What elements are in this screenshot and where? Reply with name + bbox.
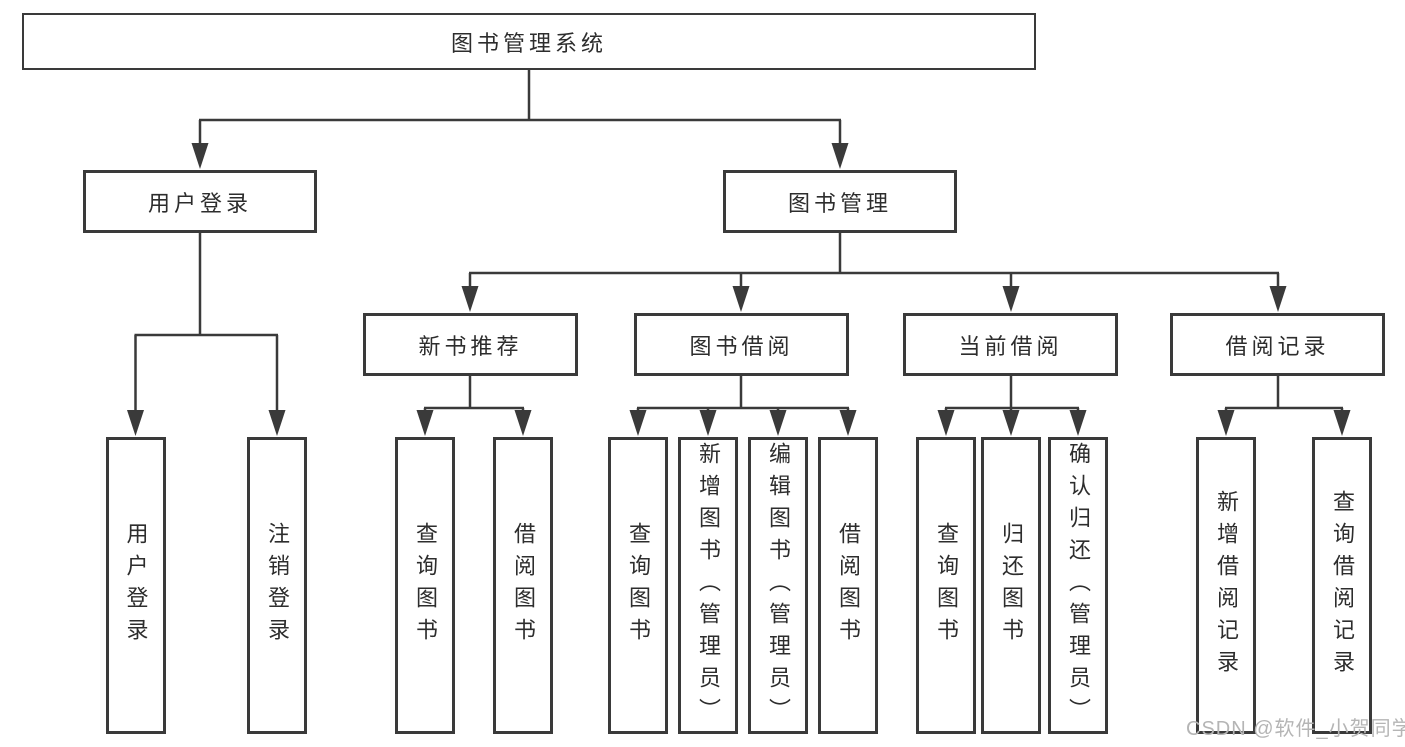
arrow-icon <box>1217 410 1235 436</box>
node-library-management-system: 图书管理系统 <box>22 13 1036 70</box>
node-label: 查询图书 <box>626 521 651 650</box>
arrow-icon <box>461 286 479 312</box>
arrow-icon <box>1002 286 1020 312</box>
node-borrow-records: 借阅记录 <box>1170 313 1385 376</box>
arrow-icon <box>769 410 787 436</box>
arrow-icon <box>1069 410 1087 436</box>
node-label: 查询图书 <box>413 521 438 650</box>
leaf-current-query-books: 查询图书 <box>916 437 976 734</box>
arrow-icon <box>699 410 717 436</box>
leaf-add-borrow-record: 新增借阅记录 <box>1196 437 1256 734</box>
leaf-borrow-query-books: 查询图书 <box>608 437 668 734</box>
arrow-icon <box>839 410 857 436</box>
arrow-icon <box>1269 286 1287 312</box>
csdn-watermark: CSDN @软件_小贺同学 <box>1186 718 1405 740</box>
leaf-query-borrow-record: 查询借阅记录 <box>1312 437 1372 734</box>
node-label: 确认归还（管理员） <box>1066 441 1091 730</box>
node-label: 图书管理系统 <box>450 30 607 56</box>
node-label: 新增图书（管理员） <box>696 441 721 730</box>
node-label: 借阅图书 <box>836 521 861 650</box>
node-new-book-recommend: 新书推荐 <box>363 313 578 376</box>
node-label: 借阅记录 <box>1225 333 1330 359</box>
node-label: 借阅图书 <box>511 521 536 650</box>
node-label: 用户登录 <box>123 521 149 650</box>
node-label: 用户登录 <box>147 190 252 216</box>
arrow-icon <box>416 410 434 436</box>
arrow-icon <box>732 286 750 312</box>
node-label: 图书管理 <box>787 190 892 216</box>
arrow-icon <box>937 410 955 436</box>
leaf-edit-books-admin: 编辑图书（管理员） <box>748 437 808 734</box>
leaf-user-login: 用户登录 <box>105 437 166 734</box>
arrow-icon <box>1333 410 1351 436</box>
node-label: 查询借阅记录 <box>1330 489 1355 682</box>
node-label: 当前借阅 <box>958 333 1063 359</box>
node-label: 新增借阅记录 <box>1214 489 1239 682</box>
node-book-management: 图书管理 <box>723 170 957 233</box>
leaf-borrow-books: 借阅图书 <box>818 437 878 734</box>
leaf-recommend-query-books: 查询图书 <box>395 437 455 734</box>
node-label: 图书借阅 <box>689 333 794 359</box>
arrow-icon <box>629 410 647 436</box>
node-label: 注销登录 <box>265 521 290 650</box>
arrow-icon <box>1002 410 1020 436</box>
leaf-logout: 注销登录 <box>247 437 307 734</box>
node-label: 编辑图书（管理员） <box>766 441 791 730</box>
node-label: 归还图书 <box>999 521 1024 650</box>
leaf-return-books: 归还图书 <box>981 437 1041 734</box>
arrow-icon <box>514 410 532 436</box>
node-current-borrow: 当前借阅 <box>903 313 1118 376</box>
arrow-icon <box>831 143 849 169</box>
node-book-borrow: 图书借阅 <box>634 313 849 376</box>
arrow-icon <box>127 410 144 436</box>
node-user-login-group: 用户登录 <box>83 170 317 233</box>
leaf-add-books-admin: 新增图书（管理员） <box>678 437 738 734</box>
arrow-heads <box>127 143 1351 436</box>
arrow-icon <box>191 143 209 169</box>
leaf-recommend-borrow-books: 借阅图书 <box>493 437 553 734</box>
leaf-confirm-return-admin: 确认归还（管理员） <box>1048 437 1108 734</box>
node-label: 查询图书 <box>934 521 959 650</box>
node-label: 新书推荐 <box>418 333 523 359</box>
arrow-icon <box>268 410 286 436</box>
